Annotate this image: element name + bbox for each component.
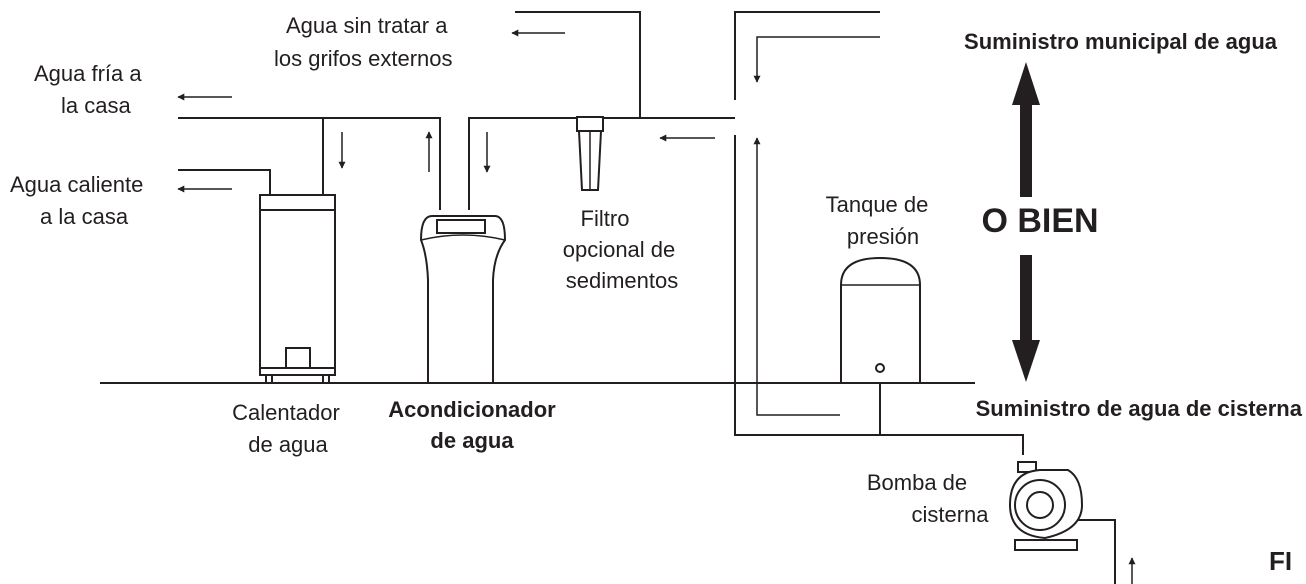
label-conditioner-2: de agua	[430, 428, 514, 453]
label-pump-2: cisterna	[911, 502, 989, 527]
sediment-filter	[576, 116, 604, 191]
hot-water-pipe	[178, 169, 271, 195]
label-well-supply: Suministro de agua de cisterna	[976, 396, 1303, 421]
label-untreated-1: Agua sin tratar a	[286, 13, 448, 38]
main-cold-pipe	[178, 117, 441, 210]
label-conditioner-1: Acondicionador	[388, 397, 556, 422]
flow-arrows	[177, 29, 880, 416]
municipal-supply-pipe	[734, 11, 880, 100]
label-hot-water-1: Agua caliente	[10, 172, 143, 197]
label-heater-1: Calentador	[232, 400, 340, 425]
label-filter-3: sedimentos	[566, 268, 679, 293]
label-corner-fragment: FI	[1269, 546, 1292, 576]
label-tank-1: Tanque de	[826, 192, 929, 217]
arrow-municipal-down	[753, 36, 880, 83]
label-untreated-2: los grifos externos	[274, 46, 453, 71]
label-cold-water-2: la casa	[61, 93, 131, 118]
label-tank-2: presión	[847, 224, 919, 249]
label-pump-1: Bomba de	[867, 470, 967, 495]
water-heater	[259, 194, 336, 384]
pump-outlet-pipe	[1068, 519, 1116, 584]
label-municipal-supply: Suministro municipal de agua	[964, 29, 1278, 54]
conditioner-outlet-pipe	[468, 117, 735, 210]
label-filter-1: Filtro	[581, 206, 630, 231]
pressure-tank	[840, 256, 921, 384]
untreated-riser-pipe	[515, 11, 641, 118]
label-hot-water-2: a la casa	[40, 204, 129, 229]
water-conditioner	[419, 215, 507, 384]
label-filter-2: opcional de	[563, 237, 676, 262]
arrow-well-up	[753, 137, 840, 416]
either-arrows	[1012, 62, 1040, 382]
piping	[178, 11, 1116, 584]
label-either: O BIEN	[981, 202, 1098, 240]
label-cold-water-1: Agua fría a	[34, 61, 142, 86]
label-heater-2: de agua	[248, 432, 328, 457]
well-pump	[1008, 461, 1084, 551]
